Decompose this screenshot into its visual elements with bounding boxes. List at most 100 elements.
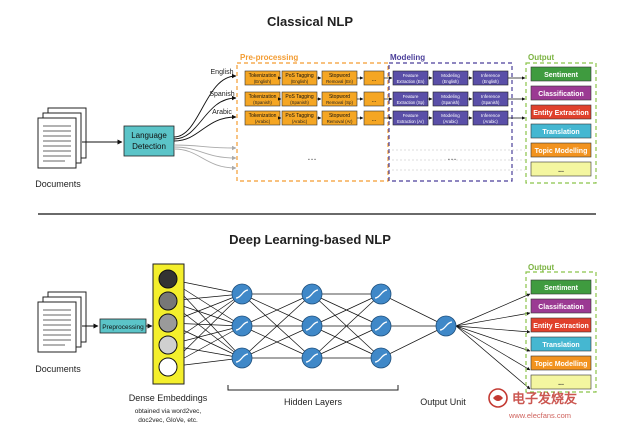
model-ellipsis: ... [447,151,456,163]
hidden-layers-label: Hidden Layers [284,397,343,407]
output-connection [455,325,531,390]
output-box [530,66,592,82]
sigmoid-icon [305,321,319,331]
sigmoid-icon [374,321,388,331]
pre-ellipsis-text: ... [371,98,376,104]
output-connection [455,325,531,371]
output-label: Translation [542,129,579,136]
pre-box-sub: Removal (En) [326,79,353,84]
model-box-title: Modeling [441,94,460,99]
connection [311,293,382,359]
watermark: 电子发烧友 www.elecfans.com [488,388,577,420]
output-label: Classification [538,91,584,98]
lang-arabic: Arabic [212,109,232,116]
classical-title: Classical NLP [267,14,353,29]
connection [380,325,447,359]
output-box [530,161,592,177]
modeling-group [388,62,513,182]
sigmoid-icon [374,353,388,363]
model-box-sub: (English) [482,79,499,84]
pre-ellipsis-text: ... [371,117,376,123]
watermark-cn: 电子发烧友 [512,391,577,406]
model-box-sub: Extraction (Sp) [397,100,425,105]
deep-learning-title: Deep Learning-based NLP [229,232,391,247]
output-label: Sentiment [544,285,579,292]
language-detection-line2: Detection [132,142,166,151]
pre-box-sub: (English) [254,79,272,84]
sigmoid-icon [235,321,249,331]
pre-box-title: PoS Tagging [285,113,313,119]
output-label: ... [558,167,564,174]
connection [241,293,313,359]
output-box [530,317,592,333]
output-label: ... [558,380,564,387]
pre-box-sub: (Spanish) [253,100,272,105]
model-box-title: Modeling [441,113,460,118]
output-box [530,123,592,139]
pre-box-title: Stopword [329,113,350,119]
output-box [530,298,592,314]
neural-network [167,278,531,390]
connection [241,325,313,359]
pre-box-sub: Removal (Sp) [326,100,353,105]
pre-box-title: Stopword [329,73,350,79]
output-group-bottom [525,271,597,393]
dense-label: Dense Embeddings [129,393,208,403]
output-box [530,142,592,158]
pre-box-sub: (Arabic) [255,119,271,124]
output-unit-label: Output Unit [420,397,466,407]
language-detection-line1: Language [131,131,167,140]
output-box [530,104,592,120]
connection [311,325,382,359]
model-box-title: Inference [481,73,501,78]
lang-spanish: Spanish [209,91,234,98]
pre-box-title: Tokenization [249,94,277,100]
lang-english: English [211,69,234,76]
language-detection-box [123,125,175,157]
pre-ellipsis-text: ... [371,77,376,83]
model-box-sub: (Arabic) [443,119,458,124]
dense-note-1: obtained via word2vec, [135,408,202,415]
sigmoid-icon [235,289,249,299]
model-box-title: Inference [481,113,501,118]
pre-box-sub: (Arabic) [292,119,308,124]
pipeline-rows: Tokenization(English)PoS Tagging(English… [244,70,526,171]
model-box-sub: Extraction (En) [397,79,425,84]
pre-box-title: PoS Tagging [285,73,313,79]
output-box [530,336,592,352]
output-label: Classification [538,304,584,311]
model-box-sub: Extraction (Ar) [397,119,424,124]
output-label: Entity Extraction [533,110,589,117]
pre-ellipsis: ... [307,151,316,163]
output-label: Sentiment [544,72,579,79]
preprocessing-text: Preprocessing [102,324,144,331]
output-box [530,279,592,295]
output-connection [455,311,531,327]
pre-box-sub: (English) [291,79,309,84]
sigmoid-icon [305,289,319,299]
output-connection [455,325,531,352]
model-box-title: Modeling [441,73,460,78]
sigmoid-icon [439,321,453,331]
dense-note-2: doc2vec, GloVe, etc. [138,417,198,424]
model-box-title: Feature [403,113,419,118]
watermark-logo-icon [488,388,508,408]
embedding-node [158,291,178,311]
model-box-sub: (Spanish) [482,100,501,105]
pre-box-title: PoS Tagging [285,94,313,100]
embedding-node [158,269,178,289]
embedding-node [158,313,178,333]
watermark-url: www.elecfans.com [508,411,571,420]
sigmoid-icon [374,289,388,299]
model-box-title: Inference [481,94,501,99]
documents-icon-bottom [37,291,87,353]
modeling-label: Modeling [390,53,425,62]
connection [311,293,382,327]
output-group-top [525,62,597,184]
embedding-node [158,357,178,377]
documents-icon-top [37,107,87,169]
documents-label-top: Documents [35,179,81,189]
connection [241,293,313,327]
